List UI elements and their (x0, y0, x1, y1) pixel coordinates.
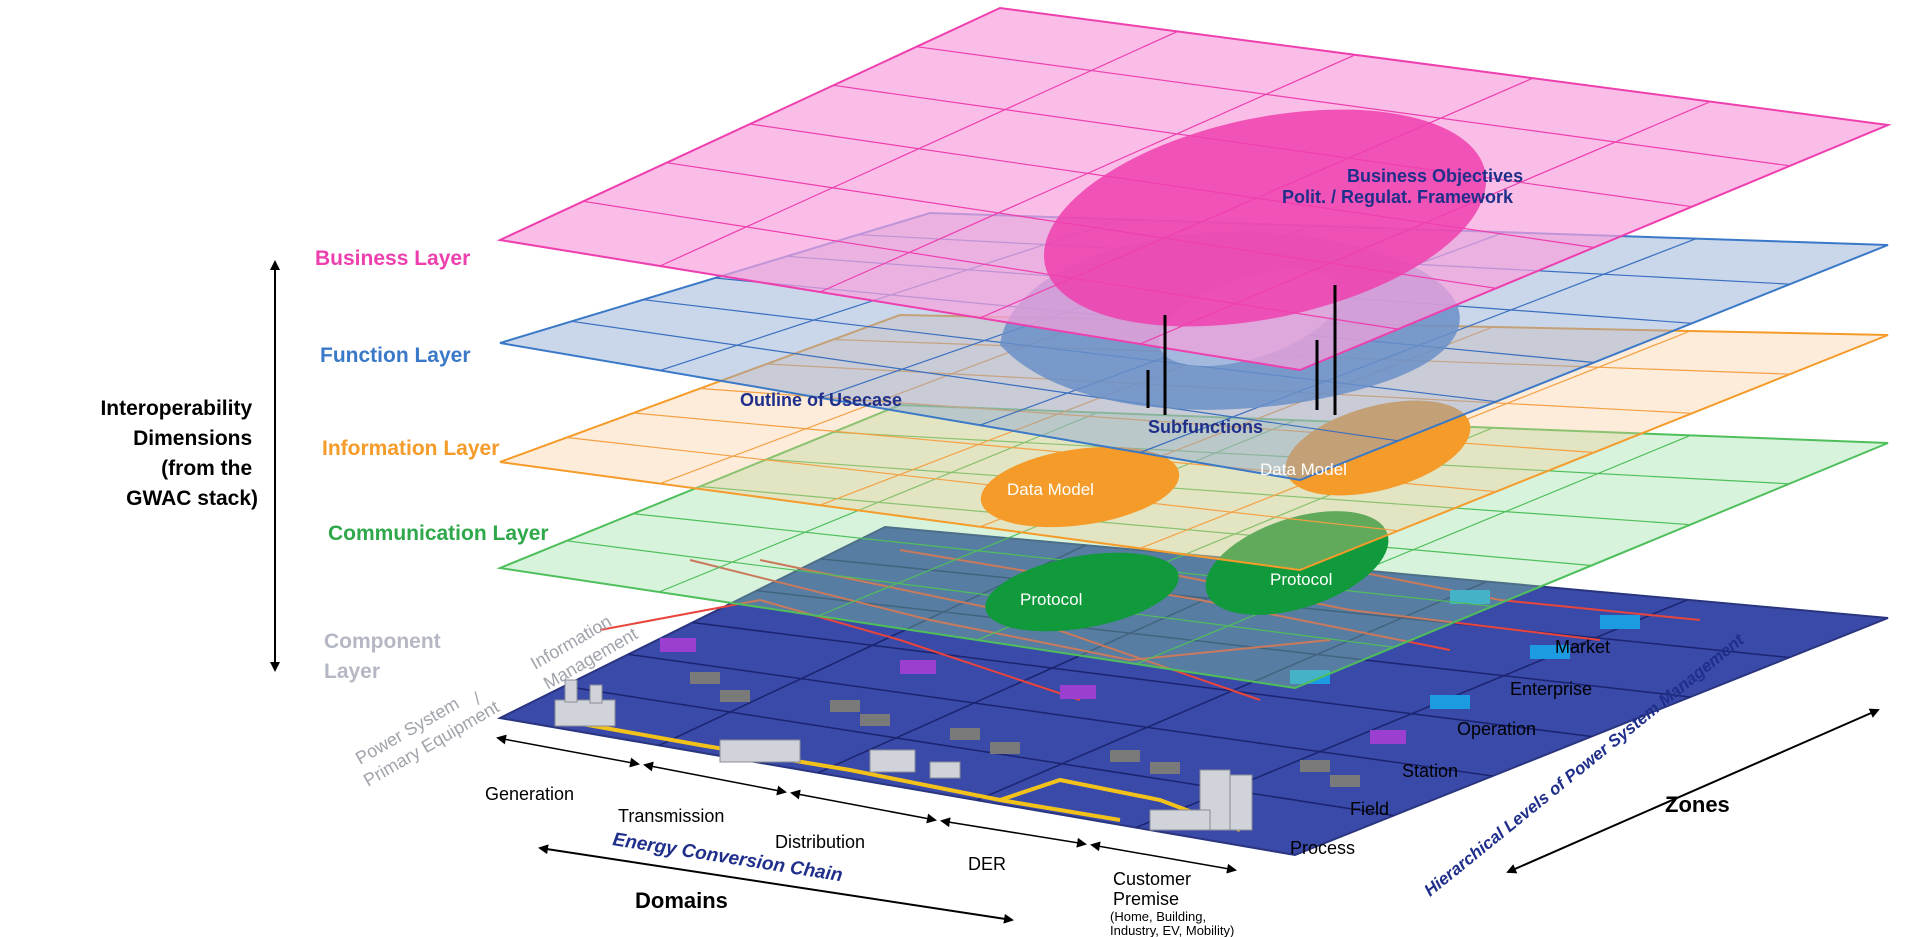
zones-arrow (1506, 708, 1880, 874)
zones-title: Zones (1665, 792, 1730, 817)
domain-transmission: Transmission (618, 806, 724, 826)
grid-line (699, 485, 1592, 567)
protocol-text-2: Protocol (1270, 570, 1332, 589)
communication-grid (566, 412, 1790, 665)
business-objectives-blob (1043, 109, 1487, 327)
domain-customer: Customer Premise (Home, Building, Indust… (1110, 869, 1234, 937)
information-layer-label: Information Layer (322, 437, 499, 460)
grid-line (692, 621, 1592, 738)
energy-chain-arrow (538, 844, 1014, 924)
subfunction-bars (1146, 285, 1337, 415)
domain-der: DER (968, 854, 1006, 874)
protocol-blob-2 (1205, 511, 1389, 615)
zone-process: Process (1290, 838, 1355, 858)
grid-line (628, 653, 1493, 777)
zone-market: Market (1555, 637, 1610, 657)
zone-operation: Operation (1457, 719, 1536, 739)
zone-station: Station (1402, 761, 1458, 781)
domains-title: Domains (635, 888, 728, 913)
function-layer-label: Function Layer (320, 344, 471, 367)
communication-layer-plane (496, 403, 1889, 690)
equipment-icons (554, 679, 1253, 831)
protocol-text-1: Protocol (1020, 590, 1082, 609)
domain-generation: Generation (485, 784, 574, 804)
grid-line (566, 540, 1394, 648)
dimensions-title: Interoperability Dimensions (from the GW… (100, 397, 258, 510)
domain-distribution: Distribution (775, 832, 865, 852)
component-layer-plane (496, 525, 1889, 857)
business-layer-plane (496, 6, 1892, 372)
grid-line (566, 436, 1399, 532)
component-layer-label: Component Layer (324, 630, 447, 683)
domain-arrows (496, 734, 1237, 874)
data-model-blob-1 (980, 446, 1180, 528)
grid-line (571, 320, 1399, 442)
protocol-blob-1 (985, 552, 1179, 632)
business-objectives-text: Business Objectives (1347, 166, 1523, 186)
framework-text: Polit. / Regulat. Framework (1282, 187, 1514, 207)
component-boxes (660, 590, 1640, 787)
grid-line (564, 685, 1394, 817)
zone-enterprise: Enterprise (1510, 679, 1592, 699)
zone-field: Field (1350, 799, 1389, 819)
data-model-text-1: Data Model (1007, 480, 1094, 499)
grid-line (916, 46, 1791, 167)
grid-line (820, 558, 1790, 659)
outline-usecase-text: Outline of Usecase (740, 390, 902, 410)
data-model-text-2: Data Model (1260, 460, 1347, 479)
subfunctions-text: Subfunctions (1148, 417, 1263, 437)
business-layer-label: Business Layer (315, 247, 470, 270)
communication-layer-label: Communication Layer (328, 522, 549, 545)
grid-line (756, 589, 1691, 698)
grid-line (766, 458, 1691, 526)
